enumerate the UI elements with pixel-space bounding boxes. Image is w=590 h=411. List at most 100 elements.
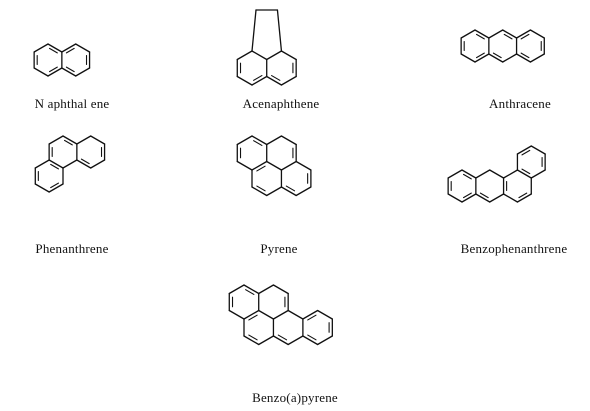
bond-line <box>61 67 77 77</box>
double-bond-line <box>271 75 281 81</box>
bond-line <box>266 160 283 171</box>
double-bond-line <box>256 165 266 172</box>
bond-line <box>236 75 253 86</box>
double-bond-line <box>492 52 502 59</box>
bond-line <box>316 335 333 346</box>
bond-line <box>502 53 518 63</box>
phenanthrene-structure <box>34 135 106 193</box>
bond-line <box>34 159 50 169</box>
bond-line <box>243 335 260 346</box>
bond-line <box>243 309 260 320</box>
bond-line <box>302 309 319 320</box>
bond-line <box>266 135 283 146</box>
double-bond-line <box>521 149 531 156</box>
double-bond-line <box>50 163 59 170</box>
bond-line <box>474 29 490 39</box>
bond-line <box>502 169 519 179</box>
bond-line <box>236 135 253 146</box>
bond-line <box>280 50 297 61</box>
double-bond-line <box>245 289 255 295</box>
naphthalene-label: N aphthal ene <box>34 96 110 111</box>
bond-line <box>489 169 505 179</box>
bond-line <box>474 53 490 63</box>
bond-line <box>47 43 63 53</box>
double-bond-line <box>503 33 513 40</box>
bond-line <box>276 9 283 52</box>
bond-line <box>266 186 283 197</box>
bond-line <box>529 53 545 63</box>
bond-line <box>287 309 304 320</box>
bond-line <box>529 29 545 39</box>
bond-line <box>62 135 78 145</box>
benzophenanthrene-label: Benzophenanthrene <box>460 241 568 256</box>
double-bond-line <box>253 75 263 81</box>
double-bond-line <box>63 139 73 146</box>
bond-line <box>502 29 518 39</box>
double-bond-line <box>307 334 317 341</box>
bond-line <box>76 135 92 145</box>
bond-line <box>266 75 283 86</box>
pyrene-structure <box>236 135 312 197</box>
double-bond-line <box>285 185 296 192</box>
bond-line <box>33 43 49 53</box>
bond-line <box>90 135 106 145</box>
bond-line <box>316 309 333 320</box>
bond-line <box>502 193 519 203</box>
anthracene-structure <box>460 29 545 63</box>
double-bond-line <box>307 314 317 321</box>
bond-line <box>258 309 275 320</box>
bond-line <box>251 75 268 86</box>
bond-line <box>236 50 253 61</box>
bond-line <box>280 75 297 86</box>
pyrene-label: Pyrene <box>260 241 298 256</box>
bond-line <box>302 335 319 346</box>
bond-line <box>272 284 289 295</box>
double-bond-line <box>65 47 75 54</box>
double-bond-line <box>248 334 258 341</box>
bond-line <box>258 284 275 295</box>
bond-line <box>48 135 64 145</box>
bond-line <box>272 309 289 320</box>
bond-line <box>243 284 260 295</box>
bond-line <box>251 186 268 197</box>
double-bond-line <box>462 173 472 180</box>
bond-line <box>516 169 532 179</box>
benzo-a-pyrene-structure <box>228 284 333 346</box>
bond-line <box>272 335 289 346</box>
bond-line <box>460 53 476 63</box>
double-bond-line <box>48 66 58 73</box>
bond-line <box>447 169 463 179</box>
benzophenanthrene-structure <box>447 145 546 203</box>
bond-line <box>488 53 504 63</box>
double-bond-line <box>253 140 263 146</box>
bond-line <box>489 193 505 203</box>
bond-line <box>228 309 245 320</box>
double-bond-line <box>65 66 75 73</box>
bond-line <box>280 160 297 171</box>
naphthalene-structure <box>33 43 91 77</box>
bond-line <box>461 193 477 203</box>
bond-line <box>475 169 491 179</box>
bond-line <box>516 145 532 155</box>
bond-line <box>251 50 268 61</box>
bond-line <box>488 29 504 39</box>
bond-line <box>266 50 283 61</box>
double-bond-line <box>277 334 288 341</box>
bond-line <box>515 29 532 39</box>
bond-line <box>475 193 491 203</box>
bond-line <box>48 159 64 169</box>
bond-line <box>287 335 304 346</box>
double-bond-line <box>256 185 266 192</box>
bond-line <box>461 169 477 179</box>
bond-line <box>280 186 297 197</box>
double-bond-line <box>462 192 472 199</box>
bond-line <box>90 159 106 169</box>
bond-line <box>530 145 546 155</box>
bond-line <box>47 67 63 77</box>
double-bond-line <box>518 192 528 199</box>
bond-line <box>76 159 92 169</box>
bond-line <box>251 135 268 146</box>
bond-line <box>61 43 77 53</box>
bond-line <box>62 159 78 169</box>
